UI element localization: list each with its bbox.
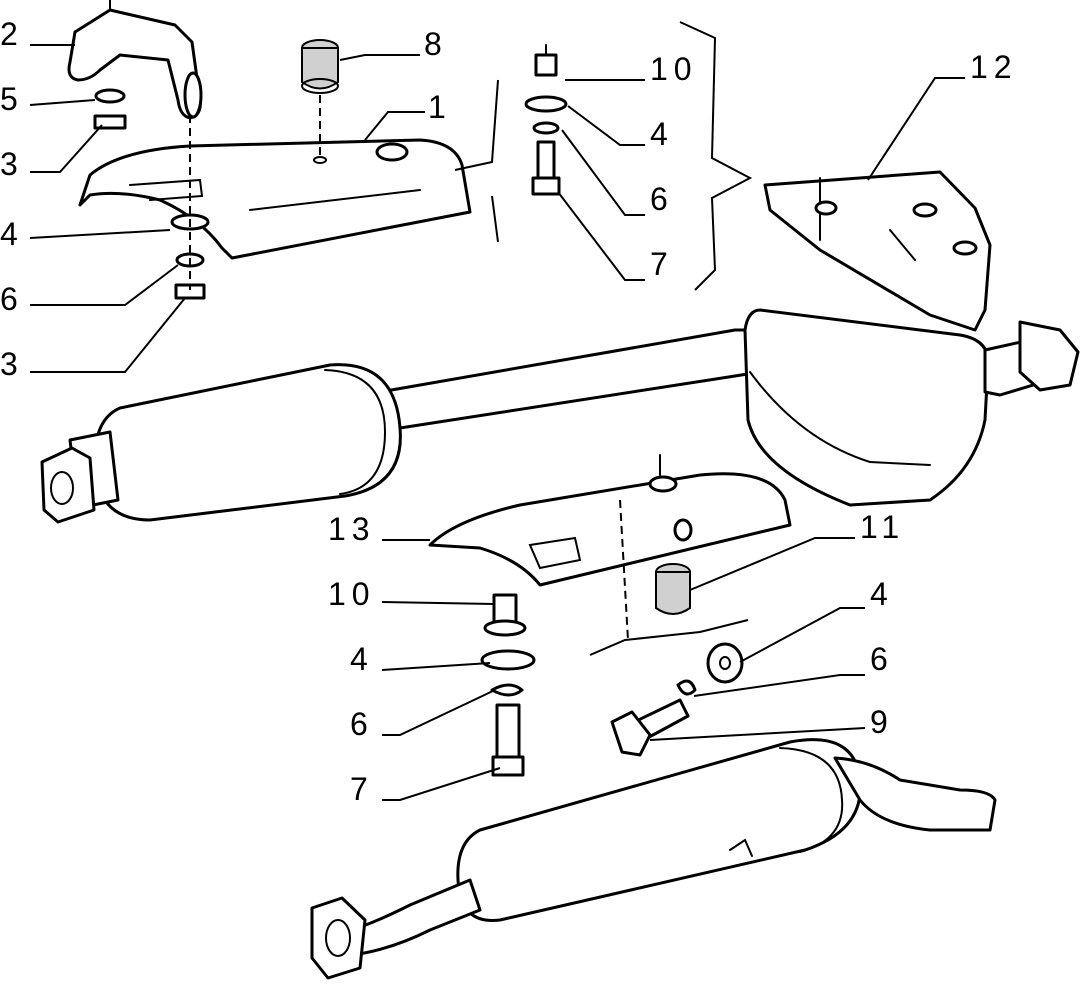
callout-7-upper: 7: [650, 246, 674, 282]
callout-3-upper: 3: [0, 146, 24, 182]
callout-6-upper: 6: [0, 281, 24, 317]
leader-12: [867, 77, 965, 181]
leader-10-lower: [381, 601, 495, 605]
callout-2: 2: [0, 16, 24, 52]
leader-6-lower-right: [693, 674, 865, 697]
group-bracket-bottom: [589, 619, 749, 656]
bolt-stack-lower-left: [480, 593, 536, 777]
bolt-stack-lower-right: [610, 642, 744, 757]
callout-9: 9: [870, 704, 894, 740]
callout-10-lower: 10: [328, 576, 376, 612]
heat-shield-part-13: [428, 454, 792, 587]
leader-9: [649, 727, 866, 741]
washer-nut-stack-upper: [93, 88, 210, 300]
bracket-part-2: [67, 0, 203, 120]
heat-shield-part-12: [763, 170, 992, 332]
leader-11: [689, 537, 855, 591]
leader-4-right: [567, 105, 645, 146]
callout-12: 12: [970, 49, 1018, 85]
leader-6-right: [561, 129, 645, 216]
callout-13: 13: [328, 511, 376, 547]
callout-7-lower: 7: [350, 771, 374, 807]
callout-4-right: 4: [650, 116, 674, 152]
callout-6-lower: 6: [350, 706, 374, 742]
leader-3b: [30, 297, 186, 373]
rubber-mount-part-8: [301, 39, 339, 94]
leader-6-lower: [382, 689, 496, 736]
front-exhaust-pipe: [40, 328, 762, 524]
callout-1: 1: [428, 89, 452, 125]
callout-4-lower-right: 4: [870, 576, 894, 612]
callout-10-upper: 10: [650, 51, 698, 87]
assembly-axis-lower: [619, 499, 629, 641]
leader-8: [339, 54, 420, 61]
leader-4-upper: [29, 229, 171, 239]
rear-silencer: [743, 308, 1080, 507]
leader-5: [29, 99, 96, 106]
rubber-mount-part-11: [655, 563, 691, 615]
group-bracket-right: [679, 21, 753, 291]
heat-shield-part-1: [78, 138, 472, 260]
callout-6-lower-right: 6: [870, 641, 894, 677]
callout-4-upper: 4: [0, 216, 24, 252]
group-bracket-left: [454, 79, 499, 243]
callout-6-right: 6: [650, 181, 674, 217]
leader-7-upper: [557, 191, 645, 281]
leader-4-lower-right: [739, 607, 865, 663]
callout-4-lower: 4: [350, 641, 374, 677]
callout-8: 8: [424, 26, 448, 62]
lower-silencer-assembly: [310, 738, 997, 980]
leader-4-lower: [381, 662, 491, 671]
leader-1: [364, 111, 425, 141]
leader-6-upper: [30, 264, 179, 306]
leader-3a: [30, 124, 103, 173]
leader-7-lower: [382, 767, 501, 801]
callout-3-lower: 3: [0, 346, 24, 382]
bolt-stack-upper-right: [524, 44, 568, 196]
callout-5: 5: [0, 81, 24, 117]
callout-11: 11: [860, 509, 905, 545]
